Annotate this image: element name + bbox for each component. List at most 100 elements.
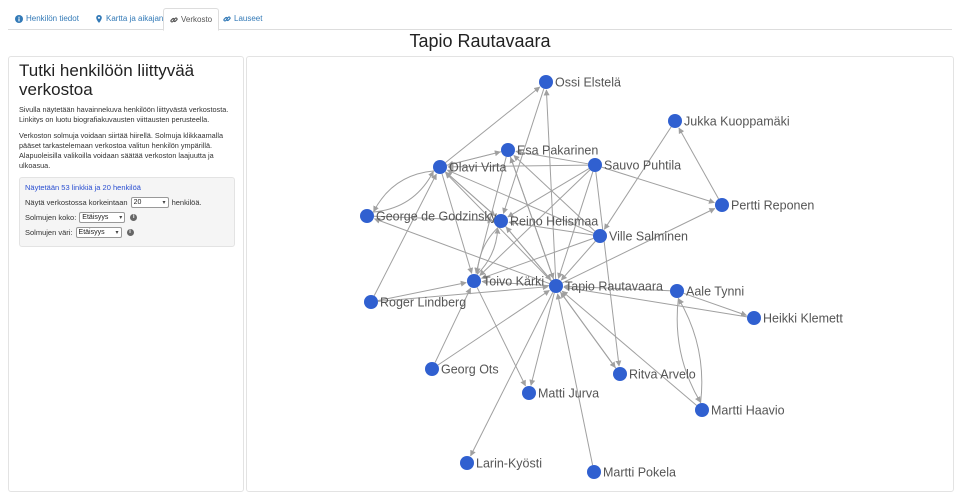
node-circle[interactable] xyxy=(695,403,709,417)
count-label-post: henkilöä. xyxy=(171,198,202,207)
node-circle[interactable] xyxy=(360,209,374,223)
node-heikki[interactable]: Heikki Klemett xyxy=(747,311,843,326)
node-circle[interactable] xyxy=(425,362,439,376)
size-select[interactable]: Etäisyys ▾ xyxy=(79,212,126,223)
node-georg[interactable]: Georg Ots xyxy=(425,362,499,377)
node-label: George de Godzinsky xyxy=(376,210,498,224)
node-pertti[interactable]: Pertti Reponen xyxy=(715,198,814,213)
node-george[interactable]: George de Godzinsky xyxy=(360,209,498,224)
node-tapio[interactable]: Tapio Rautavaara xyxy=(549,279,663,294)
node-ville[interactable]: Ville Salminen xyxy=(593,229,688,244)
node-circle[interactable] xyxy=(588,158,602,172)
tab-lauseet[interactable]: Lauseet xyxy=(216,8,269,30)
edge-olavi-ossi xyxy=(445,86,541,164)
node-martti_h[interactable]: Martti Haavio xyxy=(695,403,785,418)
node-circle[interactable] xyxy=(670,284,684,298)
node-circle[interactable] xyxy=(522,386,536,400)
node-circle[interactable] xyxy=(593,229,607,243)
node-label: Martti Haavio xyxy=(711,404,785,418)
edge-ville-toivo xyxy=(480,237,594,280)
node-label: Tapio Rautavaara xyxy=(565,280,663,294)
edge-reino-olavi xyxy=(445,171,497,217)
node-circle[interactable] xyxy=(747,311,761,325)
node-aale[interactable]: Aale Tynni xyxy=(670,284,744,299)
edge-pertti-jukka xyxy=(678,127,720,200)
node-circle[interactable] xyxy=(668,114,682,128)
tab-kartta-ja-aikajana[interactable]: Kartta ja aikajana xyxy=(88,8,175,30)
description-1: Sivulla näytetään havainnekuva henkilöön… xyxy=(19,105,229,124)
edge-georg-toivo xyxy=(434,287,472,363)
node-label: Reino Helismaa xyxy=(510,215,598,229)
color-select[interactable]: Etäisyys ▾ xyxy=(75,227,122,238)
node-label: Sauvo Puhtila xyxy=(604,159,681,173)
edge-esa-tapio xyxy=(509,156,555,280)
edge-heikki-tapio xyxy=(563,285,748,318)
tab-bar: Henkilön tiedot Kartta ja aikajana Verko… xyxy=(8,8,952,31)
node-label: Heikki Klemett xyxy=(763,312,843,326)
node-jukka[interactable]: Jukka Kuoppamäki xyxy=(668,114,790,129)
node-sauvo[interactable]: Sauvo Puhtila xyxy=(588,158,681,173)
node-circle[interactable] xyxy=(613,367,627,381)
size-select-value: Etäisyys xyxy=(82,214,109,221)
left-panel: Tutki henkilöön liittyvää verkostoa Sivu… xyxy=(8,56,244,492)
chevron-down-icon: ▾ xyxy=(162,200,166,206)
info-icon[interactable]: i xyxy=(130,214,138,221)
node-circle[interactable] xyxy=(460,456,474,470)
info-icon[interactable]: i xyxy=(126,229,134,236)
edge-sauvo-esa xyxy=(515,149,589,165)
node-circle[interactable] xyxy=(433,160,447,174)
node-olavi[interactable]: Olavi Virta xyxy=(433,160,506,175)
node-larin[interactable]: Larin-Kyösti xyxy=(460,456,542,471)
map-marker-icon xyxy=(96,15,102,23)
node-ritva[interactable]: Ritva Arvelo xyxy=(613,367,696,382)
node-matti[interactable]: Matti Jurva xyxy=(522,386,599,401)
edge-georg-tapio xyxy=(437,290,550,366)
edge-sauvo-ritva xyxy=(595,171,622,367)
edge-toivo-matti xyxy=(476,287,526,387)
tab-verkosto[interactable]: Verkosto xyxy=(163,8,220,31)
edge-roger-toivo xyxy=(377,280,467,302)
node-circle[interactable] xyxy=(501,143,515,157)
node-label: Pertti Reponen xyxy=(731,199,814,213)
tab-henkilon-tiedot[interactable]: Henkilön tiedot xyxy=(8,8,86,30)
edge-ossi-reino xyxy=(502,88,545,214)
edge-olavi-george xyxy=(373,170,435,213)
count-row: Näytä verkostossa korkeintaan 20 ▾ henki… xyxy=(25,197,228,208)
node-ossi[interactable]: Ossi Elstelä xyxy=(539,75,621,90)
node-label: Esa Pakarinen xyxy=(517,144,598,158)
edge-ritva-tapio xyxy=(560,291,617,369)
chevron-down-icon: ▾ xyxy=(119,215,123,221)
link-icon xyxy=(170,16,178,23)
node-toivo[interactable]: Toivo Kärki xyxy=(467,274,544,289)
node-roger[interactable]: Roger Lindberg xyxy=(364,295,466,310)
count-select[interactable]: 20 ▾ xyxy=(130,197,169,208)
left-title: Tutki henkilöön liittyvää verkostoa xyxy=(19,61,195,99)
node-circle[interactable] xyxy=(715,198,729,212)
color-row: Solmujen väri: Etäisyys ▾ i xyxy=(25,227,228,238)
count-select-value: 20 xyxy=(133,199,142,206)
node-circle[interactable] xyxy=(587,465,601,479)
count-label: Näytä verkostossa korkeintaan xyxy=(25,198,128,207)
node-label: Ville Salminen xyxy=(609,230,688,244)
node-martti_p[interactable]: Martti Pokela xyxy=(587,465,676,480)
tab-label: Verkosto xyxy=(181,14,213,24)
edge-george-reino xyxy=(373,215,494,224)
edge-tapio-toivo xyxy=(481,278,550,287)
edge-sauvo-pertti xyxy=(601,166,715,204)
info-icon xyxy=(15,15,23,23)
node-esa[interactable]: Esa Pakarinen xyxy=(501,143,598,158)
link-icon xyxy=(223,16,231,22)
node-reino[interactable]: Reino Helismaa xyxy=(494,214,598,229)
node-circle[interactable] xyxy=(539,75,553,89)
node-circle[interactable] xyxy=(364,295,378,309)
node-circle[interactable] xyxy=(494,214,508,228)
node-circle[interactable] xyxy=(549,279,563,293)
edge-roger-tapio xyxy=(377,284,549,302)
edge-martti_h-tapio xyxy=(561,290,697,406)
edge-tapio-matti xyxy=(529,292,555,386)
node-circle[interactable] xyxy=(467,274,481,288)
edge-roger-olavi xyxy=(373,173,437,296)
edge-sauvo-toivo xyxy=(479,169,591,276)
